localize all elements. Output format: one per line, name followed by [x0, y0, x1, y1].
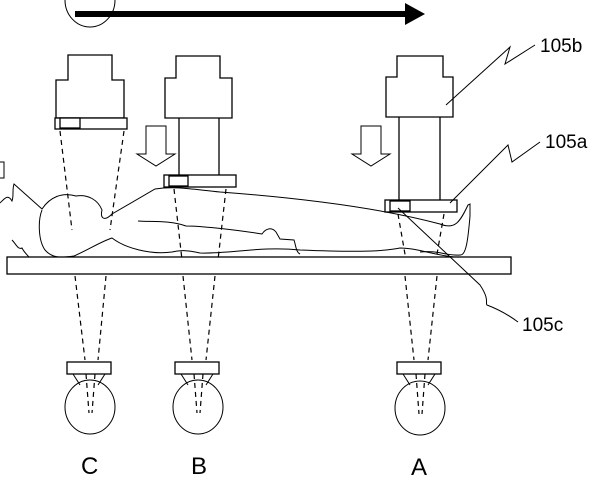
position-label-a: A [411, 454, 427, 481]
beams-below-table [75, 276, 437, 360]
down-arrow-a [352, 126, 390, 166]
sensor-unit-c [55, 55, 127, 230]
down-arrow-b [137, 126, 175, 166]
detector-c [65, 0, 115, 434]
patient-table [7, 257, 511, 274]
position-label-c: C [81, 453, 98, 480]
sensor-unit-b [164, 56, 236, 260]
label-105c: 105c [522, 315, 563, 336]
leader-105a [450, 142, 540, 203]
direction-arrow [75, 3, 425, 25]
position-label-b: B [191, 453, 207, 480]
label-105b: 105b [540, 36, 582, 57]
detector-b [173, 362, 223, 434]
leader-105b [446, 45, 535, 105]
label-105a: 105a [545, 132, 588, 153]
detector-a [395, 362, 445, 435]
